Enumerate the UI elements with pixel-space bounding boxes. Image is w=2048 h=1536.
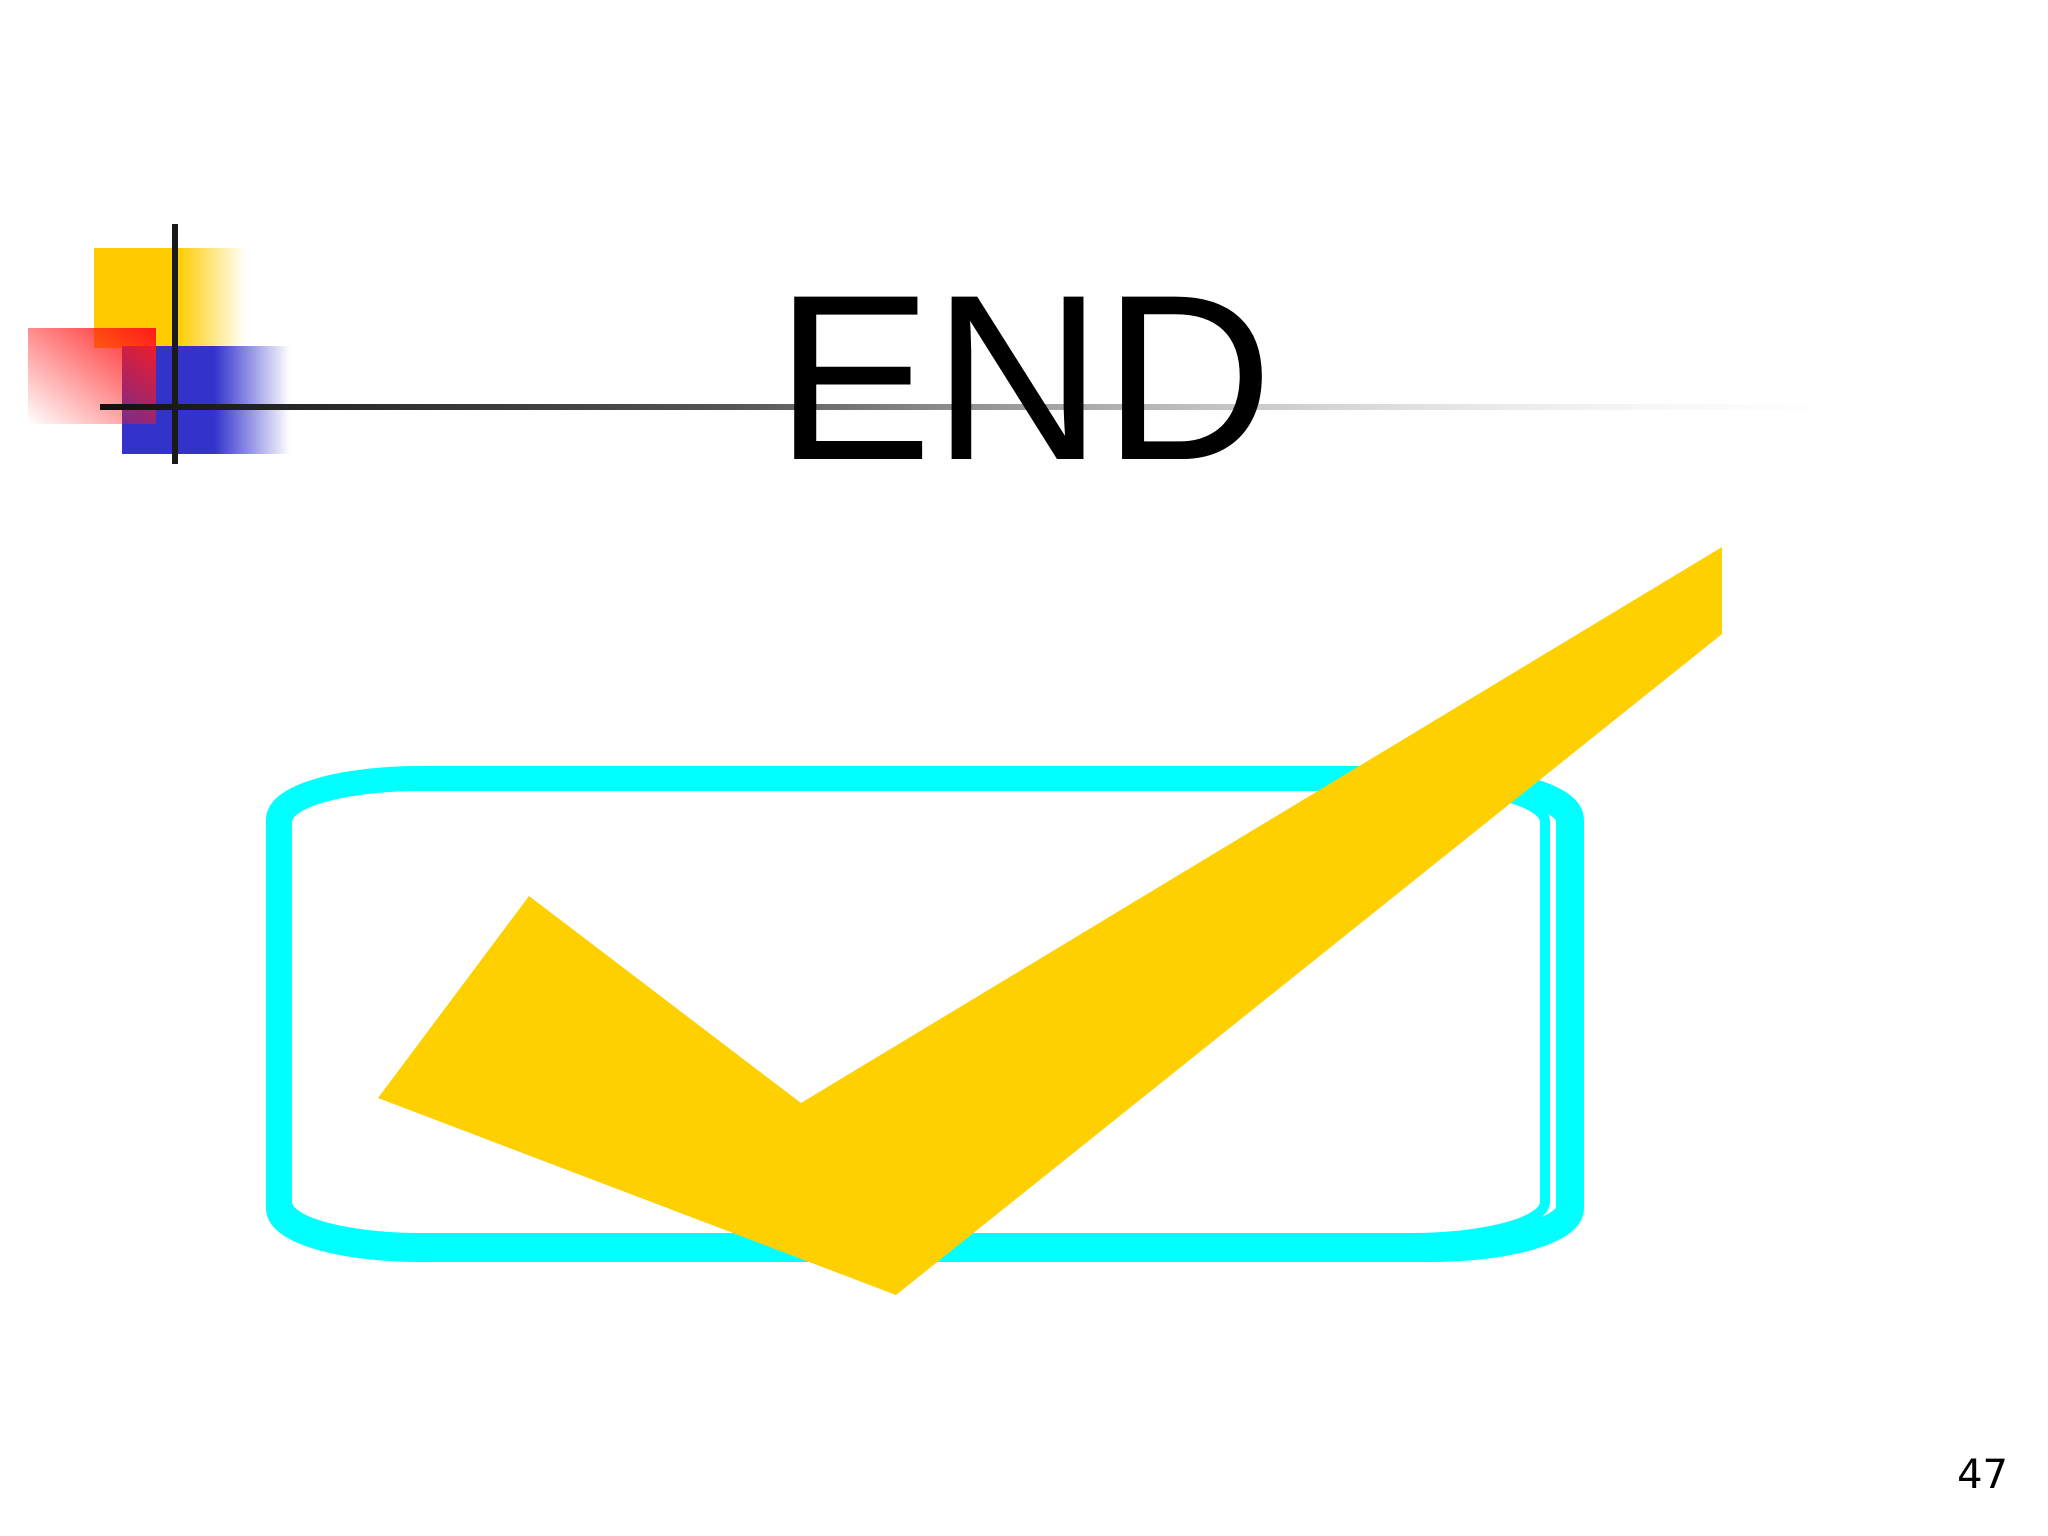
page-number: 47 bbox=[1957, 1452, 2008, 1498]
title-rule-line bbox=[100, 404, 1920, 410]
checkmark-icon bbox=[378, 547, 1722, 1295]
slide-title: END bbox=[774, 246, 1274, 510]
crosshair-vertical-line bbox=[172, 224, 178, 464]
corner-squares-icon bbox=[28, 248, 290, 454]
